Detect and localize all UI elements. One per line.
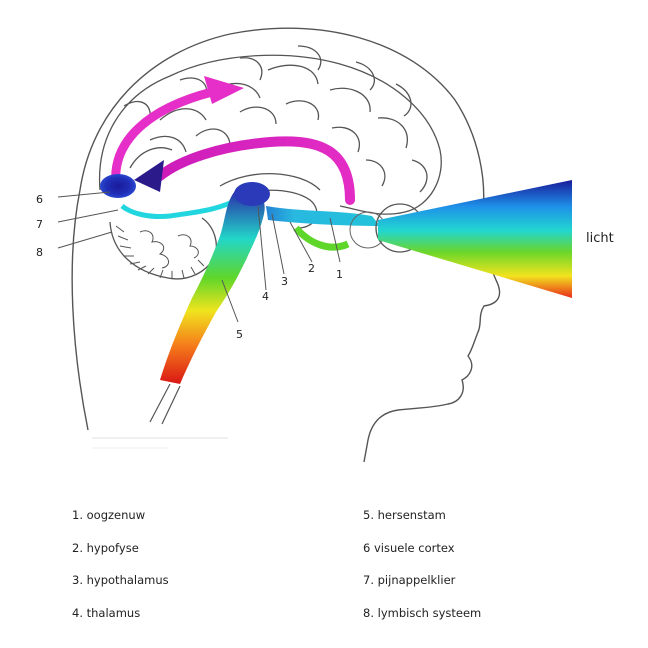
thalamus-blob [234,182,270,206]
pituitary-green-loop [293,225,350,251]
limbic-system-region [109,217,217,280]
pineal-pathway [120,195,242,219]
legend-item-thalamus: 4. thalamus [72,605,141,620]
legend-item-pituitary: 2. hypofyse [72,540,139,555]
callout-8: 8 [36,246,43,259]
legend-right-column: 5. hersenstam 6 visuele cortex 7. pijnap… [363,505,603,635]
legend-item-optic-nerve: 1. oogzenuw [72,508,146,522]
cortex-arrowhead [134,160,164,192]
spinal-cord-lines [149,383,181,425]
callout-4: 4 [262,290,269,303]
brain-outline [98,45,442,229]
callout-pointers [57,191,341,323]
optic-nerve-band [266,206,380,226]
callout-7: 7 [36,218,43,231]
cortex-to-top-arrow [111,87,217,189]
callout-1: 1 [336,268,343,281]
legend-item-hypothalamus: 3. hypothalamus [72,573,169,587]
callout-5: 5 [236,328,243,341]
legend-item-pineal-gland: 7. pijnappelklier [363,573,456,587]
visual-cortex-blob [100,174,136,198]
callout-3: 3 [281,275,288,288]
thalamus-to-cortex-arrow [155,136,355,205]
callout-6: 6 [36,193,43,206]
brain-light-pathway-diagram: 1 2 3 4 5 6 7 8 licht [36,27,614,463]
legend-item-brainstem: 5. hersenstam [363,508,446,522]
legend-item-visual-cortex: 6 visuele cortex [363,540,455,555]
legend-left-column: 1. oogzenuw 2. hypofyse 3. hypothalamus … [72,505,312,635]
legend-item-limbic-system: 8. lymbisch systeem [363,605,482,620]
top-arrowhead [204,76,244,104]
light-label: licht [586,231,614,246]
brainstem-band [160,187,265,384]
light-beam [378,180,572,298]
callout-2: 2 [308,262,315,275]
